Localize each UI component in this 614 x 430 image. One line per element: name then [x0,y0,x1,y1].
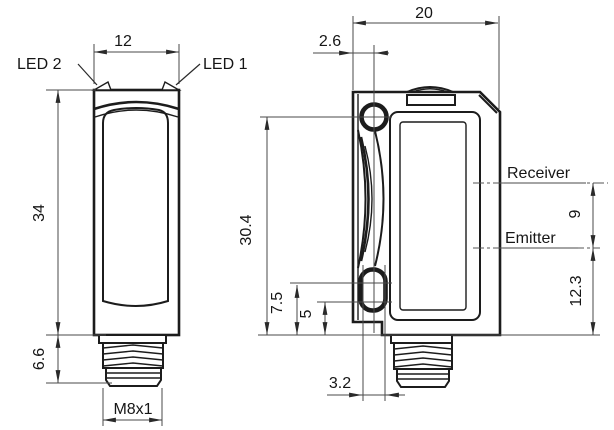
led2-label: LED 2 [17,56,62,73]
front-connector-flange [98,334,167,344]
front-thread-line [102,344,164,349]
side-lens-arc [364,145,373,253]
front-thread-line [102,356,164,361]
side-top-dome-inner [412,88,448,93]
led2-window-triangle [91,80,113,91]
led2-leader-line [77,63,98,86]
side-thread-line [393,363,453,368]
side-connector-thread-body [393,342,453,370]
dim-text-slot-upper: 7.5 [269,292,286,314]
side-view-dimensions: 20 2.6 30.4 7.5 5 3.2 Receiver Emitter 9… [238,5,608,401]
side-chamfer-inner-line [478,94,498,114]
led1-label: LED 1 [203,56,248,73]
side-top-button-recess [406,94,456,106]
front-connector-barrel [105,367,162,387]
front-body-outline [92,88,181,337]
front-view-dimensions: 12 34 6.6 M8x1 LED 2 LED 1 [17,33,248,426]
dim-text-width: 12 [114,33,132,50]
front-lens-window [102,107,169,307]
side-mounting-slot [358,267,388,313]
front-thread-line [102,350,164,355]
dim-text-receiver-emitter: 9 [567,209,584,218]
dim-text-hole-offset: 2.6 [319,33,341,50]
dim-text-emitter-bottom: 12.3 [568,275,585,306]
front-lens-top-arc-outer [93,100,180,111]
side-label-panel-outer [389,111,481,321]
led1-leader-line [175,63,201,86]
dim-text-hole-to-bottom: 30.4 [238,214,255,245]
dim-text-body-height: 34 [31,204,48,222]
side-lens-arc [374,130,385,267]
side-view [351,86,502,388]
side-lens-arc [357,129,367,269]
receiver-label: Receiver [507,165,571,182]
dim-text-connector-length: 6.6 [31,348,48,370]
dim-text-thread: M8x1 [113,401,152,418]
emitter-label: Emitter [505,230,556,247]
side-connector-barrel [396,368,450,388]
led1-window-triangle [160,80,182,91]
dim-text-depth: 20 [415,5,433,22]
side-thread-line [393,351,453,356]
dim-text-slot-lower: 5 [298,309,315,318]
side-connector-flange [390,334,453,344]
side-thread-line [393,345,453,350]
front-thread-line [102,362,164,367]
side-lens-arc [359,136,370,262]
dim-text-slot-width: 3.2 [329,375,351,392]
front-view [91,80,182,387]
side-label-panel-inner [399,121,467,311]
side-top-dome [406,86,454,93]
front-lens-top-arc-inner [94,109,179,118]
side-thread-line [393,357,453,362]
